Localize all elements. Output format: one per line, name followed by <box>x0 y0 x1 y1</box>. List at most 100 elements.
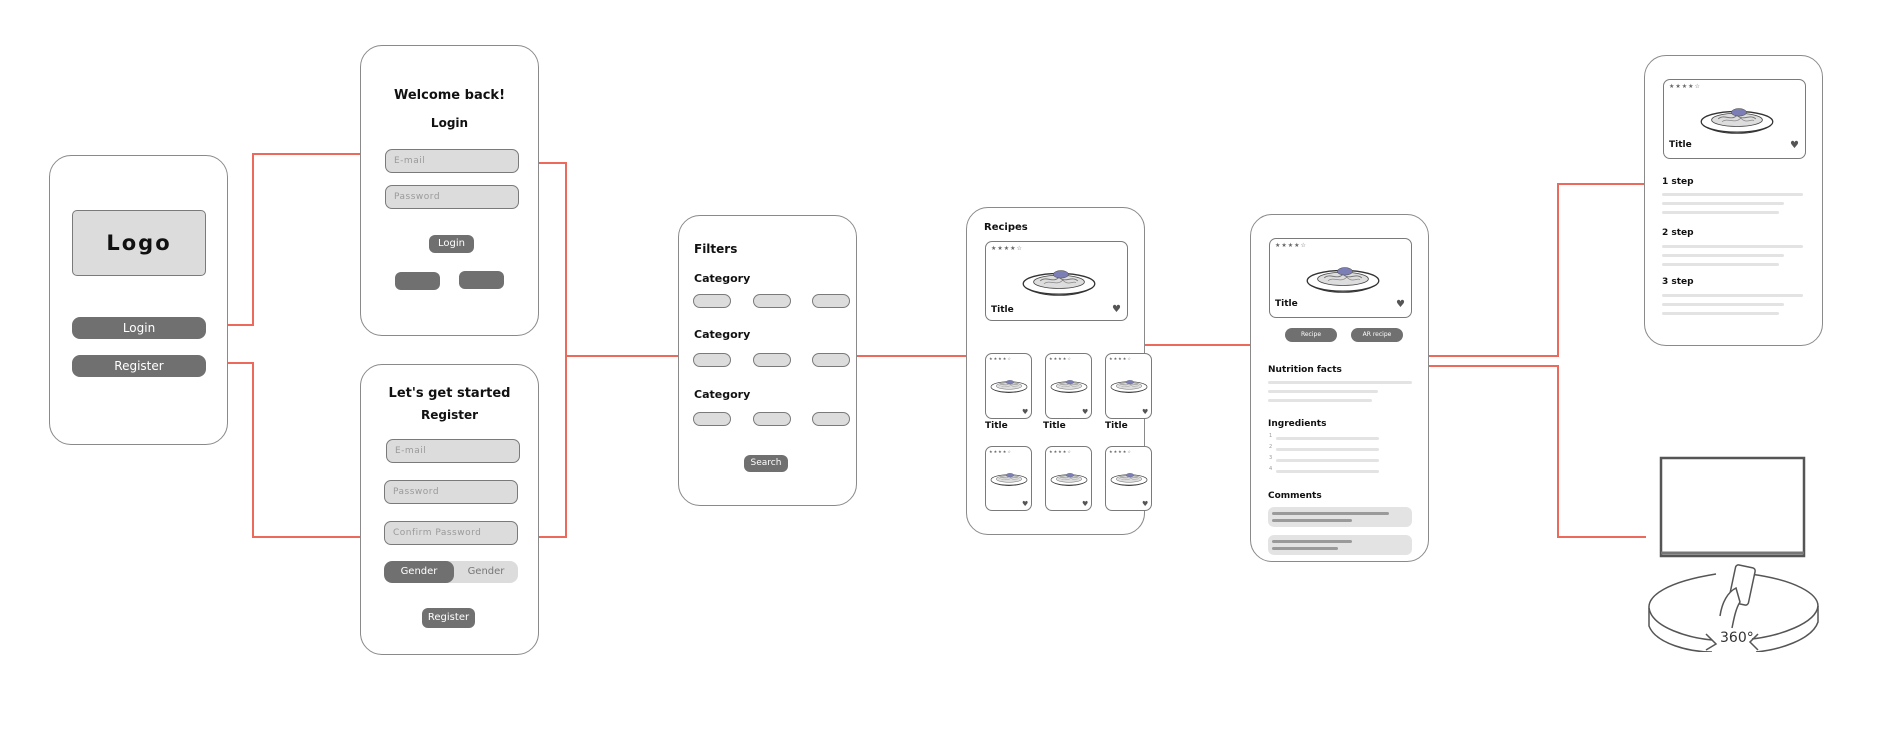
step-2-heading: 2 step <box>1662 228 1694 238</box>
recipe-card-1-title: Title <box>985 421 1008 431</box>
dish-illustration <box>1110 469 1148 487</box>
wire-register-filters <box>537 356 567 538</box>
recipe-card-6[interactable]: ★★★★☆ ♥ <box>1105 446 1152 511</box>
comment-text-line <box>1272 547 1338 550</box>
nutrition-facts-heading: Nutrition facts <box>1268 365 1342 375</box>
dish-drawing <box>1050 380 1088 393</box>
category-chip-3-1[interactable] <box>693 412 731 426</box>
dish-illustration <box>1050 469 1088 487</box>
recipe-card-2[interactable]: ★★★★☆ ♥ <box>1045 353 1092 419</box>
wire-start-login <box>205 153 360 326</box>
ingredient-number: 1 <box>1269 433 1273 439</box>
tab-ar-recipe[interactable]: AR recipe <box>1351 328 1403 342</box>
login-password-field[interactable]: Password <box>385 185 519 209</box>
heart-icon[interactable]: ♥ <box>1022 500 1029 508</box>
gender-option-b[interactable]: Gender <box>467 566 505 577</box>
dish-illustration <box>990 469 1028 487</box>
register-password-field[interactable]: Password <box>384 480 518 504</box>
dish-drawing <box>1700 108 1774 134</box>
dish-drawing <box>1110 380 1148 393</box>
step-line <box>1662 303 1784 306</box>
step-line <box>1662 312 1779 315</box>
category-chip-2-2[interactable] <box>753 353 791 367</box>
login-email-field[interactable]: E-mail <box>385 149 519 173</box>
featured-title: Title <box>991 305 1014 315</box>
heart-icon[interactable]: ♥ <box>1022 408 1029 416</box>
category-label-3: Category <box>694 388 751 401</box>
category-chip-2-1[interactable] <box>693 353 731 367</box>
heart-icon[interactable]: ♥ <box>1082 500 1089 508</box>
comment-bubble <box>1268 507 1412 527</box>
steps-rating: ★★★★☆ <box>1669 83 1701 90</box>
login-subheading: Login <box>430 116 469 130</box>
steps-title: Title <box>1669 140 1692 150</box>
dish-drawing <box>1306 267 1380 293</box>
recipe-card-3[interactable]: ★★★★☆ ♥ <box>1105 353 1152 419</box>
heart-icon[interactable]: ♥ <box>1790 140 1799 151</box>
start-screen: Logo Login Register <box>49 155 228 445</box>
ar-360-drawing: 360° <box>1648 456 1819 653</box>
step-line <box>1662 202 1784 205</box>
category-chip-1-1[interactable] <box>693 294 731 308</box>
card-rating: ★★★★☆ <box>1109 449 1132 454</box>
ar-360-illustration: 360° <box>1646 456 1820 653</box>
heart-icon[interactable]: ♥ <box>1142 408 1149 416</box>
filters-screen: Filters Category Category Category Searc… <box>678 215 857 506</box>
social-login-button-2[interactable] <box>459 271 504 289</box>
search-button[interactable]: Search <box>744 455 788 472</box>
detail-title: Title <box>1275 299 1298 309</box>
category-chip-3-3[interactable] <box>812 412 850 426</box>
comment-text-line <box>1272 540 1352 543</box>
wire-login-filters <box>537 162 678 357</box>
logo-text: Logo <box>106 231 172 255</box>
card-rating: ★★★★☆ <box>989 449 1012 454</box>
dish-drawing <box>1050 473 1088 486</box>
step-line <box>1662 263 1779 266</box>
tab-recipe[interactable]: Recipe <box>1285 328 1337 342</box>
dish-illustration <box>1110 376 1148 394</box>
register-email-field[interactable]: E-mail <box>386 439 520 463</box>
step-line <box>1662 211 1779 214</box>
step-line <box>1662 193 1803 196</box>
category-chip-2-3[interactable] <box>812 353 850 367</box>
dish-illustration <box>990 376 1028 394</box>
ingredient-number: 3 <box>1269 455 1273 461</box>
login-heading: Welcome back! <box>393 88 506 103</box>
featured-recipe-card[interactable]: ★★★★☆ Title ♥ <box>985 241 1128 321</box>
gender-toggle[interactable]: Gender Gender <box>384 561 518 583</box>
register-submit-button[interactable]: Register <box>422 608 475 628</box>
start-register-button[interactable]: Register <box>72 355 206 377</box>
ingredient-line <box>1276 459 1379 462</box>
heart-icon[interactable]: ♥ <box>1112 304 1121 315</box>
heart-icon[interactable]: ♥ <box>1142 500 1149 508</box>
heart-icon[interactable]: ♥ <box>1396 299 1405 310</box>
gender-option-a[interactable]: Gender <box>384 561 454 583</box>
dish-illustration <box>1050 376 1088 394</box>
category-chip-1-3[interactable] <box>812 294 850 308</box>
category-chip-1-2[interactable] <box>753 294 791 308</box>
recipe-card-5[interactable]: ★★★★☆ ♥ <box>1045 446 1092 511</box>
dish-drawing <box>1022 270 1096 296</box>
comment-text-line <box>1272 512 1389 515</box>
recipe-detail-screen: ★★★★☆ Title ♥ Recipe AR recipe Nutrition… <box>1250 214 1429 562</box>
steps-recipe-card: ★★★★☆ Title ♥ <box>1663 79 1806 159</box>
category-chip-3-2[interactable] <box>753 412 791 426</box>
filters-title: Filters <box>694 242 738 256</box>
register-confirm-field[interactable]: Confirm Password <box>384 521 518 545</box>
ingredient-line <box>1276 437 1379 440</box>
detail-recipe-card: ★★★★☆ Title ♥ <box>1269 238 1412 318</box>
recipe-card-1[interactable]: ★★★★☆ ♥ <box>985 353 1032 419</box>
social-login-button-1[interactable] <box>395 272 440 290</box>
comments-heading: Comments <box>1268 491 1322 501</box>
recipe-card-4[interactable]: ★★★★☆ ♥ <box>985 446 1032 511</box>
card-rating: ★★★★☆ <box>1049 356 1072 361</box>
step-3-heading: 3 step <box>1662 277 1694 287</box>
card-rating: ★★★★☆ <box>1109 356 1132 361</box>
dish-illustration <box>1304 261 1382 293</box>
heart-icon[interactable]: ♥ <box>1082 408 1089 416</box>
start-login-button[interactable]: Login <box>72 317 206 339</box>
login-submit-button[interactable]: Login <box>429 235 474 253</box>
ingredient-number: 2 <box>1269 444 1273 450</box>
ingredients-heading: Ingredients <box>1268 419 1327 429</box>
